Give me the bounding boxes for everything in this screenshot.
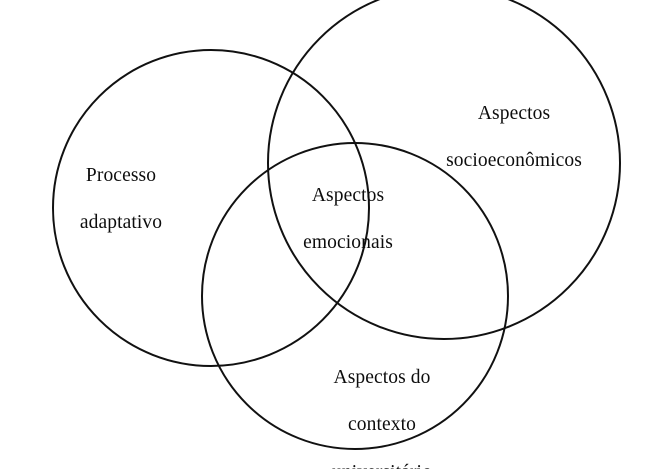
- label-line: contexto: [348, 414, 416, 436]
- label-line: Processo: [85, 164, 157, 186]
- label-line: Aspectos: [311, 184, 385, 206]
- circle-aspectos-socioeconomicos: [267, 0, 621, 340]
- circle-aspectos-contexto-universitario: [201, 142, 509, 450]
- label-processo-adaptativo: Processo adaptativo: [36, 140, 206, 259]
- circle-processo-adaptativo: [52, 49, 370, 367]
- label-line: universitário: [286, 461, 478, 469]
- label-line: Aspectos do: [333, 366, 431, 388]
- label-aspectos-socioeconomicos: Aspectos socioeconômicos: [408, 78, 620, 197]
- label-aspectos-emocionais: Aspectos emocionais: [272, 160, 424, 279]
- label-line: adaptativo: [79, 212, 163, 234]
- label-line: socioeconômicos: [446, 150, 582, 172]
- label-aspectos-contexto-universitario: Aspectos do contexto universitário: [286, 342, 478, 469]
- label-line: emocionais: [303, 232, 393, 254]
- label-line: Aspectos: [477, 102, 551, 124]
